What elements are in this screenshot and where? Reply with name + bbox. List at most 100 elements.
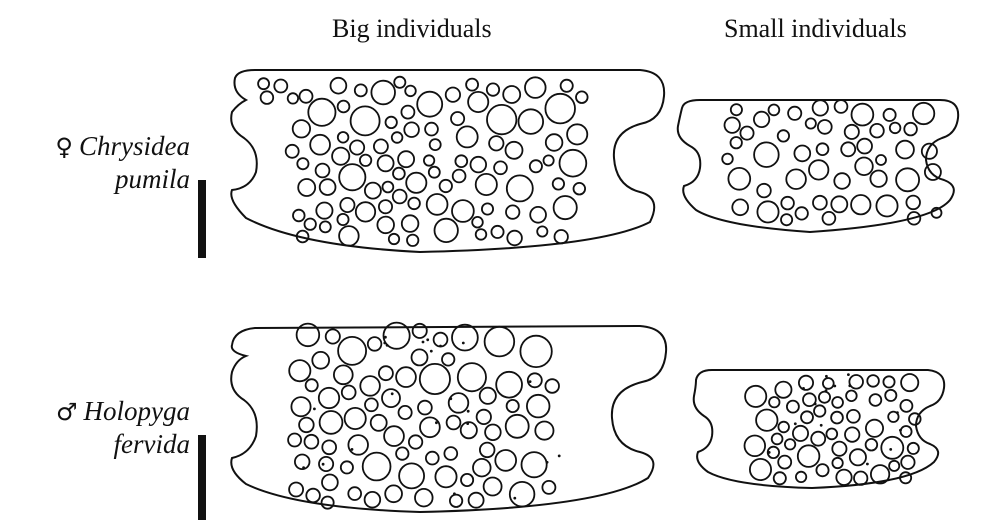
pore-circle [796,472,806,482]
pore-circle [870,394,882,406]
pore-circle [434,333,448,347]
pore-circle [374,139,388,153]
pore-circle [320,221,331,232]
pore-circle [495,450,516,471]
pore-circle [906,196,920,210]
pore-circle [405,86,416,97]
pore-circle [322,475,338,491]
pore-circle [867,375,879,387]
pore-circle [896,168,919,191]
pore-circle [781,197,794,210]
pore-circle [365,398,378,411]
pore-circle [772,434,783,445]
pore-circle [542,481,555,494]
pore-circle [823,212,836,225]
pore-circle [503,86,520,103]
pore-circle [888,412,898,422]
pore-circle [876,195,897,216]
pore-circle [728,168,750,190]
pore-circle [757,201,778,222]
pore-circle [453,170,466,183]
pore-circle [425,123,438,136]
pore-circle [306,379,318,391]
pore-circle [426,452,439,465]
pore-circle [507,175,533,201]
pore-circle [368,337,382,351]
pore-circle [316,203,332,219]
pore-circle [884,109,896,121]
pore-circle [450,495,462,507]
pore-circle [406,173,426,193]
pore-circle [435,466,456,487]
pore-circle [750,459,771,480]
pore-circle [535,422,553,440]
pore-circle [560,150,587,177]
pore-circle [341,461,353,473]
pore-circle [322,440,336,454]
pore-circle [258,78,269,89]
pore-circle [274,80,287,93]
pore-circle [845,427,859,441]
pore-dot [391,392,394,395]
pore-circle [442,353,454,365]
pore-circle [451,112,464,125]
pore-circle [320,179,336,195]
pore-dot [430,350,433,353]
pore-circle [298,179,315,196]
pore-dot [422,341,425,344]
pore-circle [506,205,519,218]
pore-circle [769,397,779,407]
pore-circle [401,106,414,119]
pore-circle [745,436,766,457]
pore-circle [378,155,394,171]
pore-circle [337,214,348,225]
pore-circle [799,376,813,390]
pore-circle [510,482,535,507]
pore-circle [306,489,320,503]
pore-circle [379,200,392,213]
pore-circle [288,93,298,103]
pore-circle [818,120,832,134]
pore-circle [546,134,563,151]
pore-circle [407,235,418,246]
pore-circle [399,406,412,419]
pore-circle [300,90,313,103]
pore-circle [796,207,808,219]
pore-circle [855,158,873,176]
pore-circle [754,112,769,127]
pore-circle [399,463,424,488]
pore-circle [261,91,274,104]
pore-circle [305,435,319,449]
pore-circle [484,478,502,496]
pore-circle [469,493,484,508]
pore-circle [774,472,786,484]
pore-circle [866,420,883,437]
pore-circle [447,416,461,430]
pore-circle [851,195,870,214]
pore-circle [849,375,863,389]
pore-circle [322,497,334,509]
pore-circle [754,142,779,167]
pore-circle [384,426,404,446]
pore-circle [386,117,397,128]
pore-circle [409,435,422,448]
pore-circle [904,123,917,136]
pore-circle [778,422,789,433]
pore-circle [806,118,816,128]
pore-circle [901,426,912,437]
pore-circle [823,378,834,389]
pore-circle [417,92,442,117]
pore-circle [348,435,368,455]
pore-dot [794,422,797,425]
pore-circle [731,104,742,115]
pore-circle [850,449,866,465]
pore-circle [468,92,488,112]
pore-circle [778,130,789,141]
pore-circle [522,452,547,477]
pore-circle [331,78,347,94]
pore-circle [826,429,837,440]
pore-circle [473,459,491,477]
pore-circle [482,203,493,214]
pore-circle [794,146,810,162]
